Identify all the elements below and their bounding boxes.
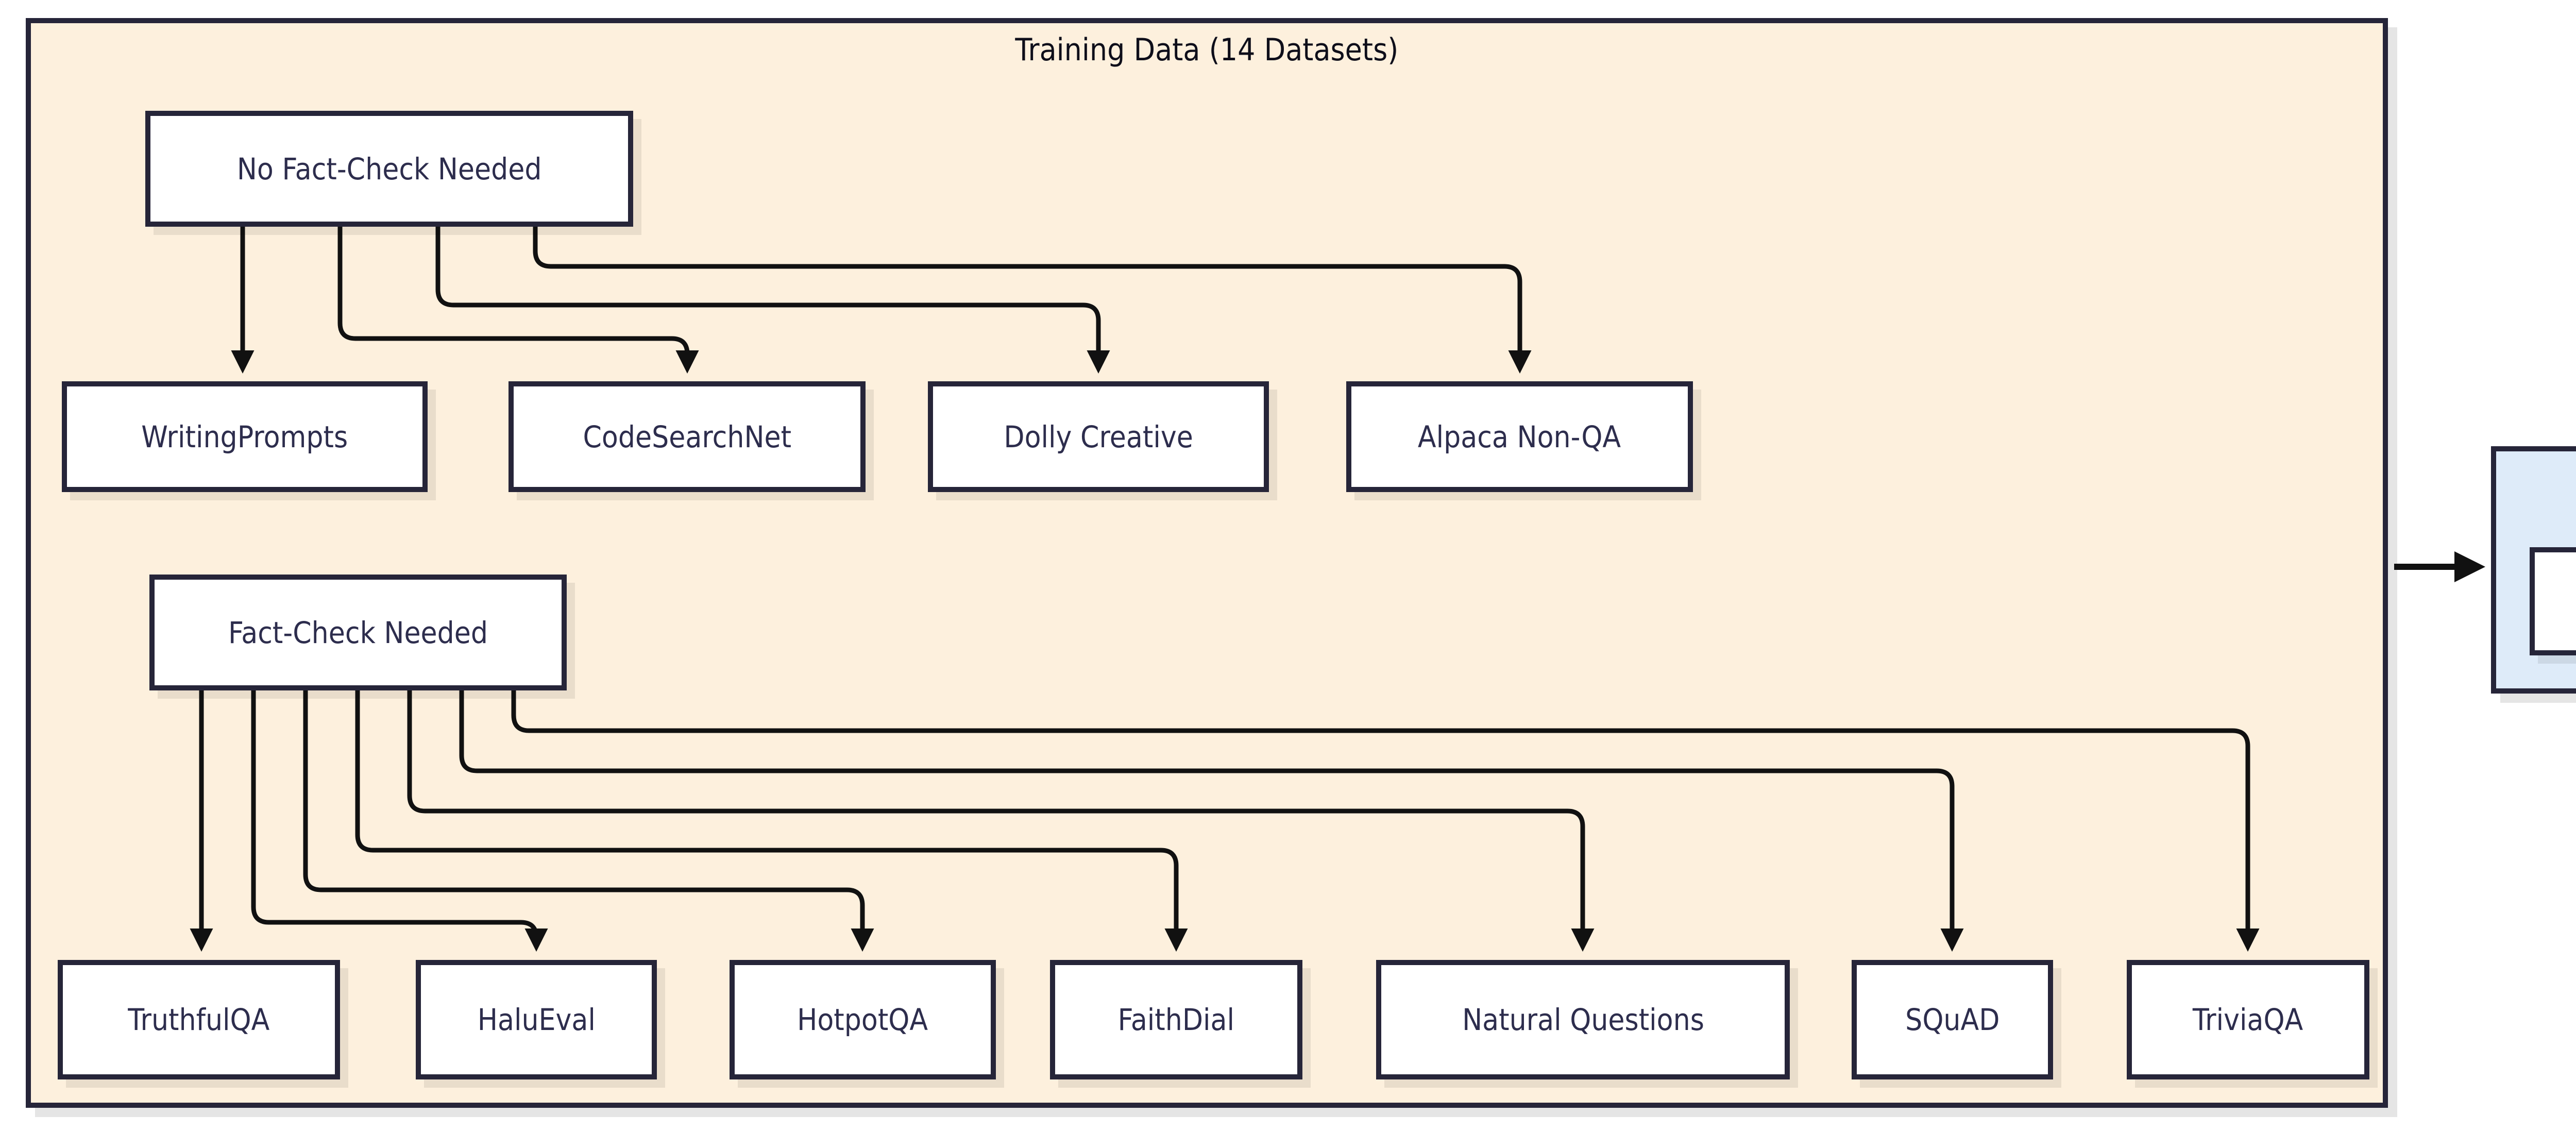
edge-fc-triviaqa — [511, 690, 2260, 952]
edge-fc-naturalquestions — [407, 690, 1595, 952]
node-triviaqa: TriviaQA — [2127, 960, 2369, 1079]
node-faithdial: FaithDial — [1050, 960, 1302, 1079]
node-dolly-creative: Dolly Creative — [928, 381, 1269, 492]
node-alpaca-non-qa: Alpaca Non-QA — [1346, 381, 1693, 492]
node-truthfulqa: TruthfulQA — [58, 960, 340, 1079]
node-codesearchnet: CodeSearchNet — [509, 381, 866, 492]
edge-fc-squad — [459, 690, 1964, 952]
node-halueval: HaluEval — [416, 960, 657, 1079]
node-fact-check-needed: Fact-Check Needed — [149, 575, 567, 690]
node-squad: SQuAD — [1852, 960, 2053, 1079]
edge-fc-halueval — [251, 690, 548, 952]
node-no-fact-check-needed: No Fact-Check Needed — [145, 111, 633, 227]
node-writingprompts: WritingPrompts — [62, 381, 428, 492]
node-hotpotqa: HotpotQA — [730, 960, 996, 1079]
training-data-cluster-title: Training Data (14 Datasets) — [1015, 32, 1399, 68]
edge-fc-hotpotqa — [303, 690, 874, 952]
edge-fc-faithdial — [355, 690, 1188, 952]
node-modernbert-base: ModernBERT Base — [2530, 547, 2576, 655]
edge-nfc-dolly — [435, 227, 1110, 374]
node-natural-questions: Natural Questions — [1376, 960, 1790, 1079]
edge-nfc-codesearchnet — [337, 227, 699, 374]
edge-nfc-alpaca — [533, 227, 1532, 374]
